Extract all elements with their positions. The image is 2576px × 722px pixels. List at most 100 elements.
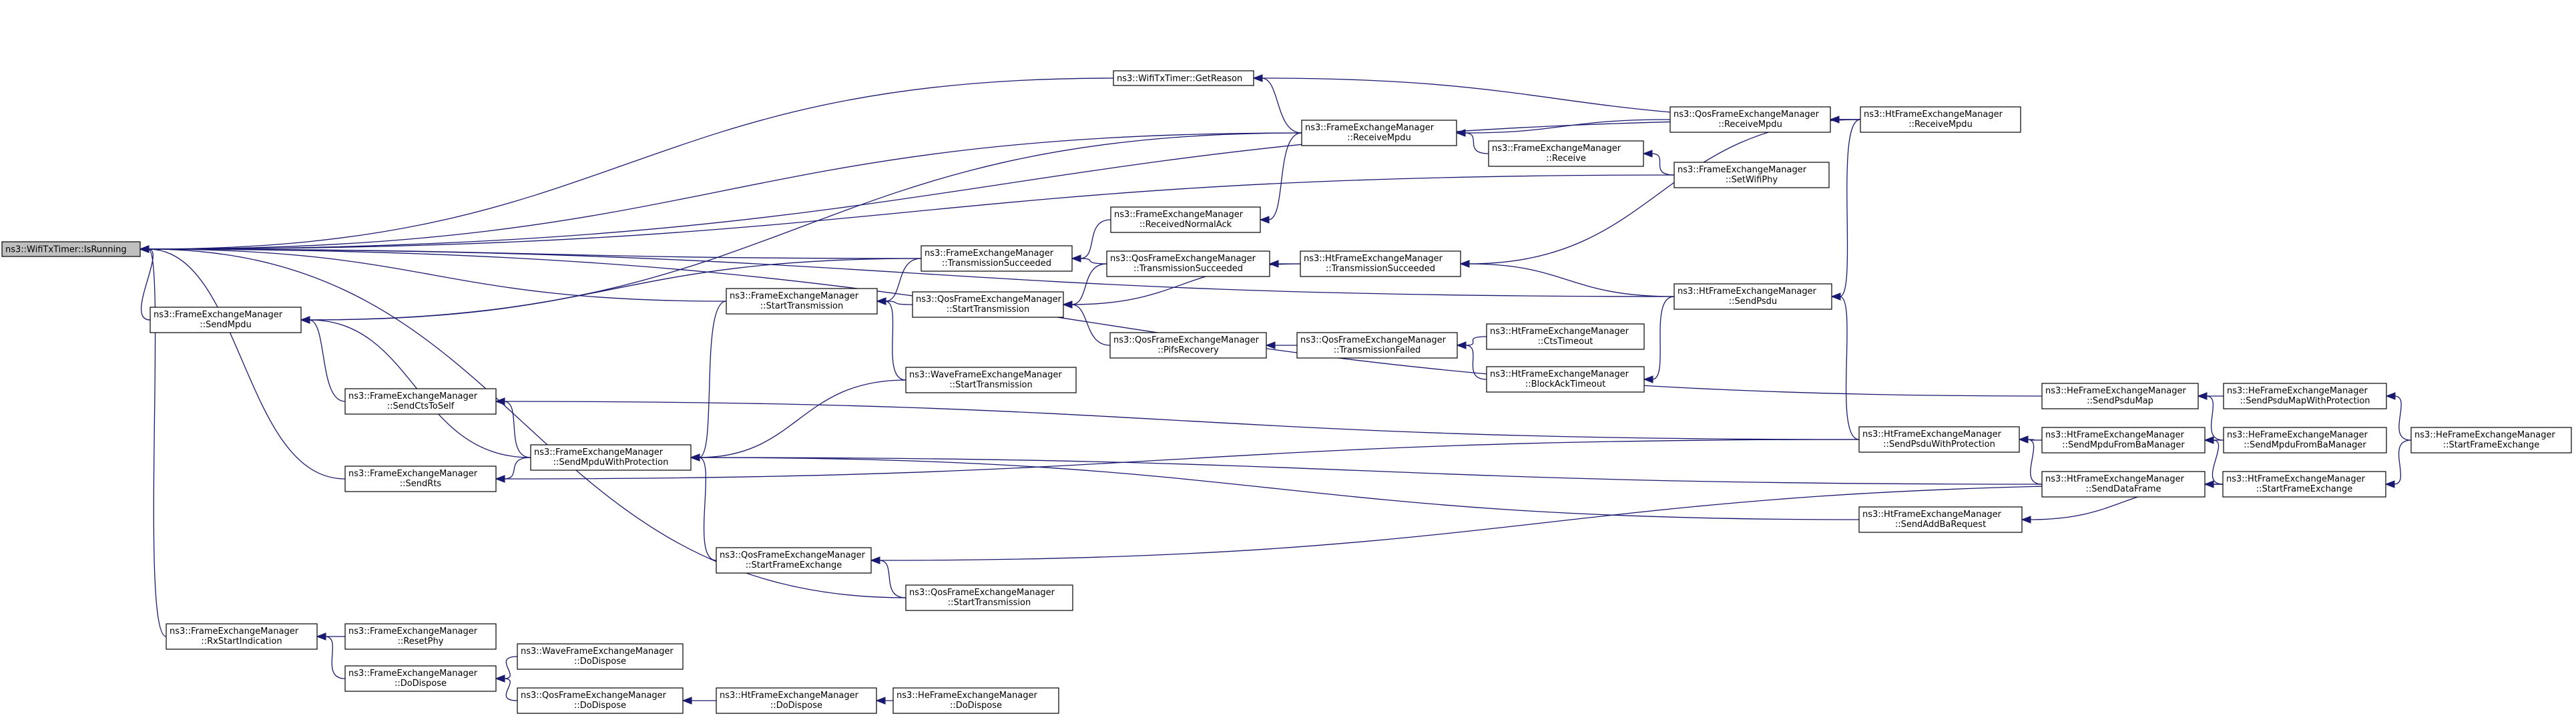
graph-node[interactable]: ns3::FrameExchangeManager::SendRts (344, 466, 497, 492)
edge-line (1071, 304, 1111, 346)
node-box (344, 665, 497, 692)
node-label: ns3::WaveFrameExchangeManager (909, 370, 1062, 380)
graph-node[interactable]: ns3::HtFrameExchangeManager::ReceiveMpdu (1860, 106, 2021, 133)
edge-arrowhead (2021, 516, 2031, 524)
edge-line (698, 301, 727, 458)
node-label: ns3::QosFrameExchangeManager (1113, 335, 1260, 345)
edge-n0-n33 (139, 245, 907, 598)
edge-n22-n27 (495, 439, 1860, 483)
graph-node[interactable]: ns3::FrameExchangeManager::SetWifiPhy (1673, 162, 1830, 188)
graph-node[interactable]: ns3::HtFrameExchangeManager::BlockAckTim… (1486, 366, 1645, 393)
edge-n5-n6 (1642, 150, 1675, 176)
node-label: ns3::FrameExchangeManager (1114, 210, 1244, 220)
node-box (1110, 206, 1261, 233)
graph-node[interactable]: ns3::FrameExchangeManager::ReceiveMpdu (1301, 120, 1457, 146)
node-label: ::SendCtsToSelf (387, 401, 455, 411)
edge-arrowhead (682, 697, 692, 705)
node-box (2410, 427, 2572, 454)
graph-node[interactable]: ns3::HeFrameExchangeManager::SendPsduMap (2041, 383, 2199, 409)
edge-n21-n11 (690, 301, 727, 462)
graph-node[interactable]: ns3::HtFrameExchangeManager::CtsTimeout (1486, 323, 1645, 350)
nodes-layer: ns3::WifiTxTimer::IsRunning ns3::WifiTxTi… (1, 70, 2572, 714)
edge-arrowhead (1268, 260, 1279, 268)
node-label: ::CtsTimeout (1538, 337, 1593, 347)
node-box (1673, 162, 1830, 188)
node-label: ns3::HtFrameExchangeManager (1862, 429, 2002, 439)
node-label: ::ResetPhy (398, 637, 444, 647)
node-box (1486, 323, 1645, 350)
edge-line (2393, 439, 2412, 485)
node-box (912, 291, 1064, 318)
graph-node[interactable]: ns3::HtFrameExchangeManager::SendPsdu (1673, 283, 1832, 310)
graph-node[interactable]: ns3::HeFrameExchangeManager::StartFrameE… (2410, 427, 2572, 454)
graph-node[interactable]: ns3::FrameExchangeManager::StartTransmis… (726, 288, 878, 315)
edge-line (1079, 219, 1111, 259)
node-label: ns3::WifiTxTimer::GetReason (1117, 74, 1242, 84)
graph-node[interactable]: ns3::FrameExchangeManager::Receive (1488, 140, 1644, 167)
graph-node[interactable]: ns3::QosFrameExchangeManager::StartTrans… (912, 291, 1064, 318)
node-label: ::TransmissionSucceeded (1326, 264, 1435, 274)
node-label: ::ReceiveMpdu (1347, 133, 1411, 143)
graph-node[interactable]: ns3::HeFrameExchangeManager::DoDispose (892, 687, 1059, 714)
edge-n38-n39 (682, 697, 716, 705)
edge-n2-n5 (1455, 129, 1489, 154)
graph-node[interactable]: ns3::FrameExchangeManager::TransmissionS… (921, 245, 1073, 272)
graph-node[interactable]: ns3::HtFrameExchangeManager::DoDispose (716, 687, 877, 714)
node-label: ns3::FrameExchangeManager (534, 447, 664, 458)
graph-node[interactable]: ns3::HtFrameExchangeManager::SendPsduWit… (1858, 426, 2020, 453)
graph-node[interactable]: ns3::QosFrameExchangeManager::Transmissi… (1296, 332, 1458, 359)
edge-n16-n18 (1456, 341, 1487, 380)
graph-node[interactable]: ns3::HtFrameExchangeManager::Transmissio… (1300, 250, 1461, 277)
edge-arrowhead (2197, 392, 2208, 400)
edge-n0-n22 (139, 245, 346, 480)
edge-n8-n9 (1071, 254, 1107, 264)
edge-line (148, 248, 1675, 297)
graph-node[interactable]: ns3::FrameExchangeManager::ResetPhy (344, 623, 497, 650)
edge-line (503, 401, 531, 458)
graph-node[interactable]: ns3::QosFrameExchangeManager::StartFrame… (716, 547, 872, 574)
node-label: ns3::FrameExchangeManager (348, 391, 478, 401)
graph-node[interactable]: ns3::QosFrameExchangeManager::DoDispose (517, 687, 684, 714)
node-label: ns3::FrameExchangeManager (1305, 123, 1435, 133)
graph-node[interactable]: ns3::HeFrameExchangeManager::SendMpduFro… (2223, 427, 2387, 454)
graph-node[interactable]: ns3::FrameExchangeManager::DoDispose (344, 665, 497, 692)
graph-node[interactable]: ns3::QosFrameExchangeManager::Transmissi… (1106, 250, 1270, 277)
graph-node[interactable]: ns3::FrameExchangeManager::SendMpduWithP… (530, 444, 692, 471)
graph-node[interactable]: ns3::FrameExchangeManager::RxStartIndica… (166, 623, 318, 650)
node-label: ::SendRts (400, 479, 442, 489)
node-box (1296, 332, 1458, 359)
edge-n13-n27 (1830, 293, 1860, 440)
edge-n10-n13 (1459, 260, 1675, 297)
node-label: ns3::QosFrameExchangeManager (1110, 254, 1256, 264)
edge-arrowhead (2018, 435, 2029, 443)
node-label: ns3::HtFrameExchangeManager (1490, 327, 1629, 337)
graph-node[interactable]: ns3::QosFrameExchangeManager::PifsRecove… (1109, 332, 1267, 359)
graph-node[interactable]: ns3::FrameExchangeManager::ReceivedNorma… (1110, 206, 1261, 233)
graph-node[interactable]: ns3::WifiTxTimer::GetReason (1113, 70, 1254, 86)
edge-line (1465, 336, 1487, 346)
graph-node[interactable]: ns3::HtFrameExchangeManager::SendAddBaRe… (1858, 506, 2023, 533)
root-node[interactable]: ns3::WifiTxTimer::IsRunning (1, 241, 141, 257)
node-label: ::StartTransmission (947, 305, 1030, 315)
edge-arrowhead (1071, 254, 1081, 262)
edges-layer (139, 74, 2412, 705)
graph-node[interactable]: ns3::FrameExchangeManager::SendCtsToSelf (344, 388, 497, 415)
graph-node[interactable]: ns3::HtFrameExchangeManager::SendMpduFro… (2041, 427, 2206, 454)
edge-arrowhead (2385, 392, 2396, 400)
graph-node[interactable]: ns3::WaveFrameExchangeManager::StartTran… (905, 367, 1077, 393)
node-box (716, 687, 877, 714)
edge-arrowhead (1252, 74, 1263, 82)
graph-node[interactable]: ns3::HtFrameExchangeManager::StartFrameE… (2222, 471, 2386, 498)
graph-node[interactable]: ns3::QosFrameExchangeManager::ReceiveMpd… (1669, 106, 1831, 133)
graph-node[interactable]: ns3::HeFrameExchangeManager::SendPsduMap… (2223, 383, 2387, 409)
graph-node[interactable]: ns3::WaveFrameExchangeManager::DoDispose (517, 643, 684, 670)
edge-line (148, 248, 922, 259)
node-box (344, 623, 497, 650)
graph-node[interactable]: ns3::QosFrameExchangeManager::StartTrans… (905, 584, 1073, 611)
graph-node[interactable]: ns3::FrameExchangeManager::SendMpdu (150, 307, 302, 333)
edge-arrowhead (1455, 129, 1466, 137)
edge-line (698, 457, 717, 561)
edge-line (1839, 119, 1861, 297)
edge-arrowhead (2204, 436, 2214, 444)
graph-node[interactable]: ns3::HtFrameExchangeManager::SendDataFra… (2041, 471, 2206, 498)
